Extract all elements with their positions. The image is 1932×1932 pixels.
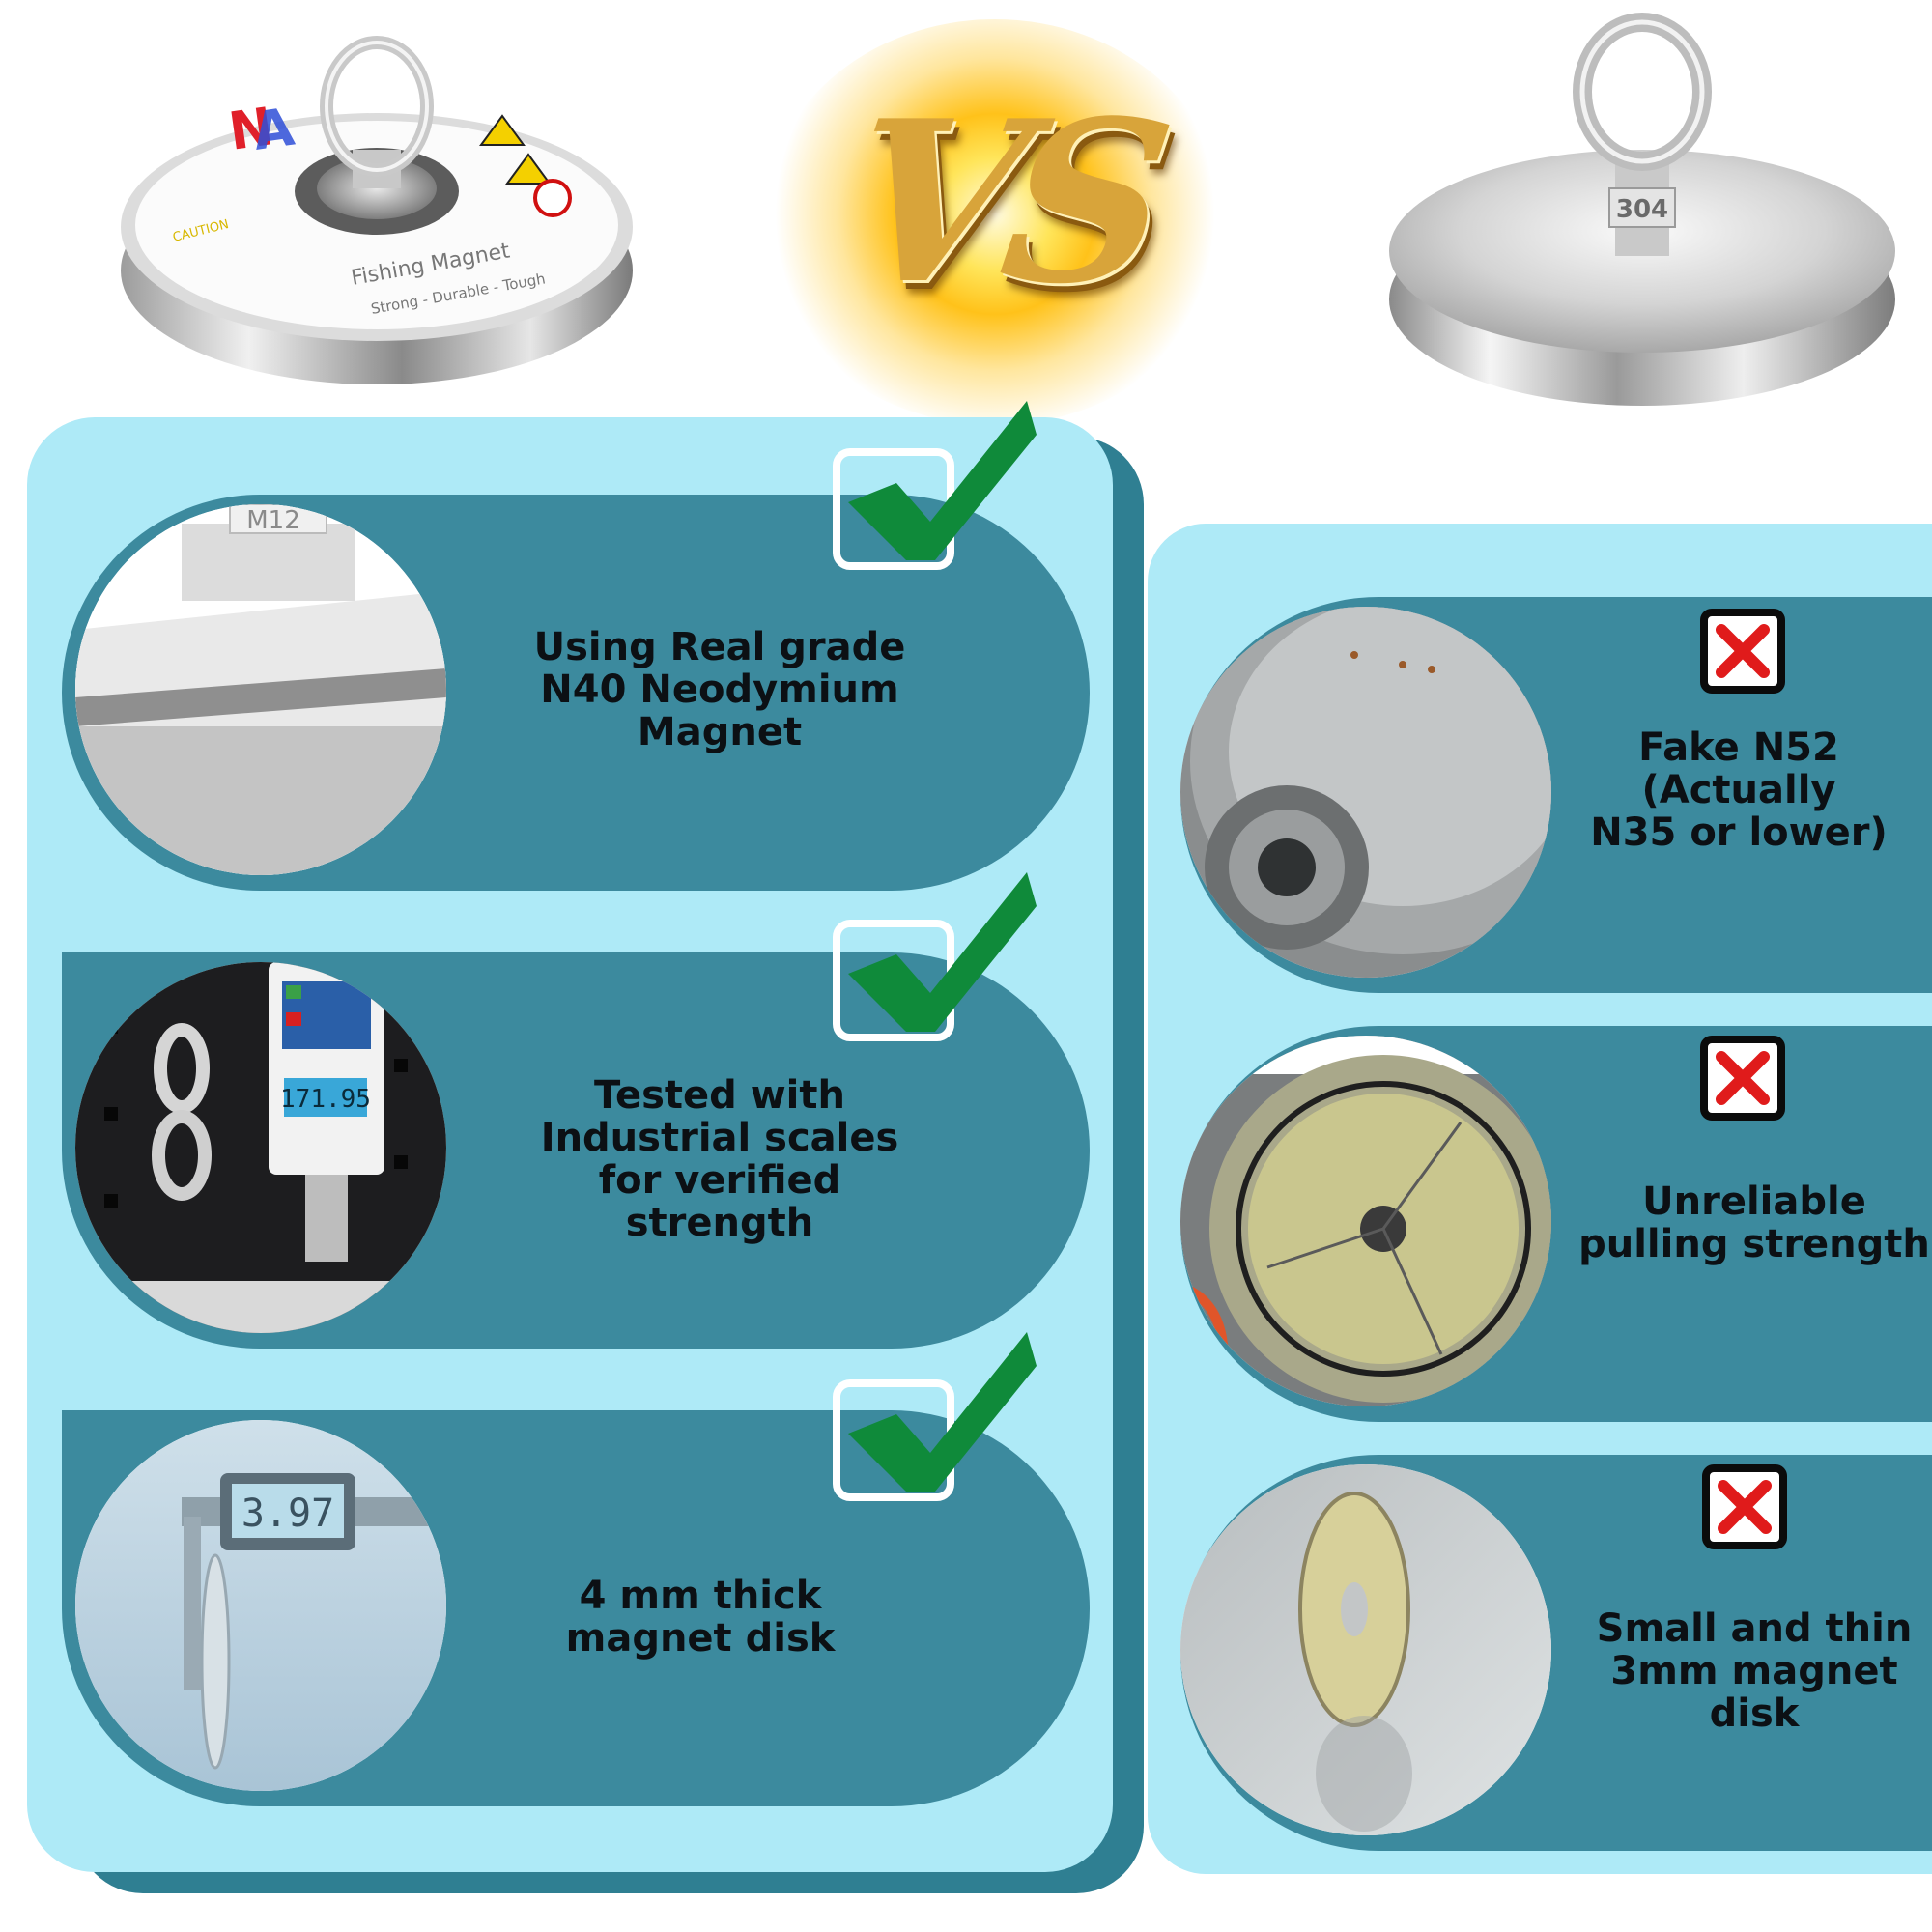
svg-text:3.97: 3.97 xyxy=(242,1492,334,1536)
svg-text:M12: M12 xyxy=(246,506,300,535)
green-check-icon xyxy=(848,401,1037,560)
red-cross-icon xyxy=(1716,624,1770,678)
svg-text:171.95: 171.95 xyxy=(280,1085,371,1114)
cracked-magnet-photo xyxy=(1180,1036,1551,1406)
competitor-magnet-product-image: 304 xyxy=(1389,13,1895,406)
red-cross-icon xyxy=(1718,1480,1772,1534)
thin-disk-photo xyxy=(1180,1464,1551,1835)
rusty-magnet-photo xyxy=(1180,607,1551,978)
our-feature-caption-1: Using Real grade N40 Neodymium Magnet xyxy=(533,625,906,754)
our-feature-caption-2: Tested with Industrial scales for verifi… xyxy=(540,1073,899,1245)
svg-text:A: A xyxy=(249,97,298,162)
green-check-icon xyxy=(848,1332,1037,1492)
caliper-measurement-photo: 3.97 xyxy=(75,1420,446,1791)
green-check-icon xyxy=(848,872,1037,1032)
magnet-closeup-photo: M12 xyxy=(75,504,446,875)
competitor-feature-caption-1: Fake N52 (Actually N35 or lower) xyxy=(1590,725,1888,855)
our-magnet-product-image: N A CAUTION Fishing Magnet Strong - Dura… xyxy=(121,36,633,384)
svg-text:N: N xyxy=(225,96,277,162)
our-feature-caption-3: 4 mm thick magnet disk xyxy=(565,1574,836,1661)
cross-box-3 xyxy=(1702,1464,1787,1549)
red-cross-icon xyxy=(1716,1051,1770,1105)
vs-label: VS xyxy=(834,72,1169,333)
competitor-feature-caption-2: Unreliable pulling strength xyxy=(1578,1179,1930,1266)
vs-glow xyxy=(763,19,1227,425)
pull-test-scale-photo: 171.95 xyxy=(75,962,446,1333)
cross-box-1 xyxy=(1700,609,1785,694)
svg-text:304: 304 xyxy=(1616,195,1668,224)
cross-box-2 xyxy=(1700,1036,1785,1121)
competitor-feature-caption-3: Small and thin 3mm magnet disk xyxy=(1596,1606,1913,1736)
